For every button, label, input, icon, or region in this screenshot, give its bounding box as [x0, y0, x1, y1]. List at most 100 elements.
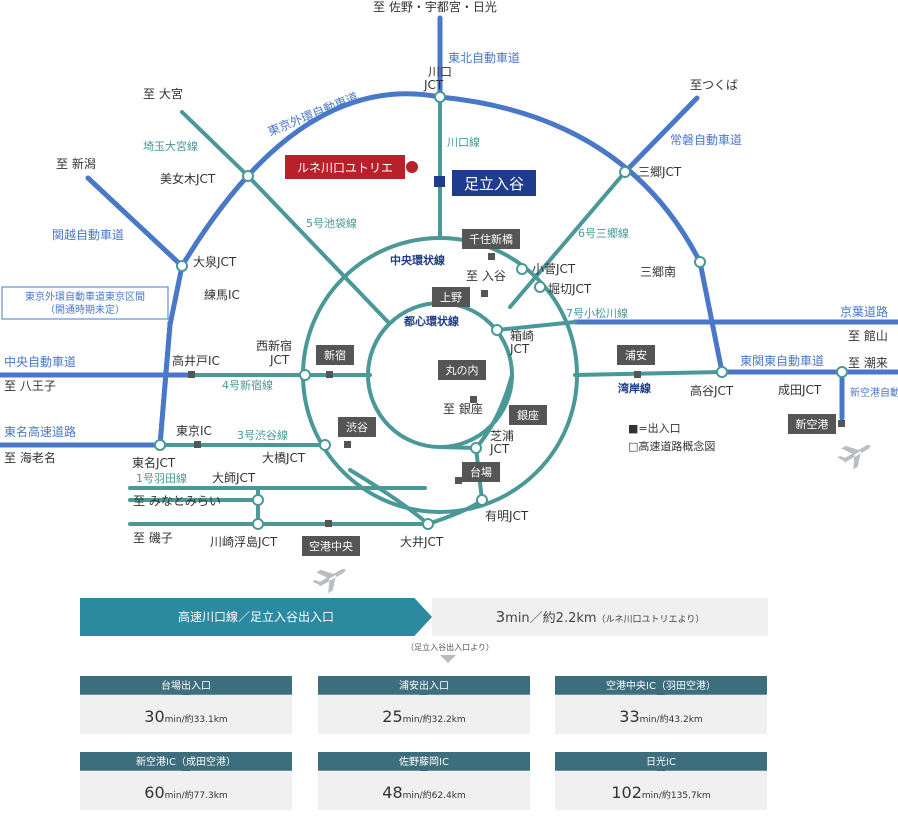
legend-entrance: ■=出入口 [628, 421, 681, 435]
destination-time: 33min/約43.2km [555, 695, 767, 734]
kuko-chuo-label: 空港中央 [309, 539, 353, 553]
dir-tsukuba: 至つくば [690, 78, 738, 92]
joban-name: 常磐自動車道 [670, 133, 742, 147]
tokyo-ic-entrance-marker [194, 441, 201, 448]
legend-concept: □高速道路概念図 [628, 439, 715, 453]
urayasu-label: 浦安 [625, 348, 647, 362]
tomei-name: 東名高速道路 [4, 424, 76, 439]
kawasaki-jct-label: 川崎浮島JCT [210, 534, 278, 549]
horikiri-jct-node [534, 281, 546, 293]
urayasu-entrance-marker [634, 371, 641, 378]
horikiri-jct-label: 堀切JCT [548, 281, 592, 296]
down-arrow-icon [440, 655, 456, 663]
kuko-chuo-entrance-marker [325, 520, 332, 527]
route-summary-note: （ルネ川口ユトリエより） [596, 615, 705, 625]
ginza-label-box [509, 405, 547, 425]
shinkuko-name: 新空港自動車道 [850, 386, 898, 399]
shinjuku-label: 新宿 [324, 348, 346, 362]
destination-card: 日光IC 102min/約135.7km [555, 752, 767, 810]
tokyo-ic-label: 東京IC [176, 424, 212, 438]
kawaguchi-route-name: 川口線 [447, 135, 480, 149]
marunouchi-label-box [438, 360, 486, 380]
shibuya-entrance-marker [344, 441, 351, 448]
haneda-airplane-icon [312, 569, 346, 594]
destination-card: 台場出入口 30min/約33.1km [80, 676, 292, 734]
shinkuko-entrance-marker [838, 420, 845, 427]
destination-time: 48min/約62.4km [318, 771, 530, 810]
koya-jct-node [716, 366, 728, 378]
station-label: 足立入谷 [464, 175, 524, 193]
shibuya-label: 渋谷 [346, 421, 368, 434]
ikebukuro-route-line [246, 174, 390, 324]
ariake-jct-node [476, 494, 488, 506]
destination-time: 25min/約32.2km [318, 695, 530, 734]
dir-ginza: 至 銀座 [443, 401, 483, 416]
narita-jct-node [836, 366, 848, 378]
senju-label-box [462, 229, 520, 249]
daiba-label: 台場 [470, 465, 492, 479]
ginza-label: 銀座 [517, 408, 539, 422]
daishi-jct-label: 大師JCT [212, 471, 256, 485]
ueno-label-box [432, 287, 470, 307]
route-summary-unit: min [505, 611, 530, 626]
daiba-entrance-marker [455, 477, 462, 484]
keiyo-name: 京葉道路 [840, 304, 888, 319]
kuko-chuo-label-box [302, 536, 360, 556]
dir-ebina: 至 海老名 [4, 450, 56, 465]
dir-shiohama: 至 潮来 [848, 355, 888, 370]
station-label-box [452, 170, 536, 196]
oizumi-jct-label: 大泉JCT [193, 255, 237, 269]
destination-card: 浦安出入口 25min/約32.2km [318, 676, 530, 734]
narita-airplane-icon [837, 445, 871, 470]
wangan-route-east-line [573, 370, 724, 377]
gaikan-name: 東京外環自動車道 [266, 90, 360, 139]
ohashi-jct-node [319, 439, 331, 451]
origin-label-box [285, 155, 405, 179]
route-summary-distance: ／約2.2km [529, 611, 597, 626]
misato-jct-label: 三郷JCT [638, 165, 682, 179]
gaikan-tokyo-section-line [157, 321, 173, 446]
komatsugawa-route-line [495, 320, 577, 332]
destination-time: 60min/約77.3km [80, 771, 292, 810]
tomei-jct-node [154, 439, 166, 451]
oi-jct-label: 大井JCT [400, 535, 444, 549]
senju-label: 千住新橋 [469, 232, 513, 246]
senju-entrance-marker [488, 253, 495, 260]
hakozaki-jct-node [491, 324, 503, 336]
saitama-omiya-route-line [180, 110, 250, 178]
gaikan-note-label: 東京外環自動車道東京区間（開通時期未定） [25, 290, 145, 316]
ohashi-jct-label: 大橋JCT [262, 451, 306, 465]
shibuya-label-box [338, 417, 376, 437]
ikebukuro-name: 5号池袋線 [306, 216, 357, 230]
misato-jct-node [619, 166, 631, 178]
tomei-jct-label: 東名JCT [132, 455, 176, 470]
station-marker [434, 176, 445, 187]
takaido-ic-label: 高井戸IC [172, 353, 220, 368]
kawasaki-jct-node [252, 518, 264, 530]
haneda-route-name: 1号羽田線 [136, 471, 187, 485]
narita-jct-label: 成田JCT [778, 383, 822, 397]
dir-iriya: 至 入谷 [466, 269, 506, 283]
inner-circular-name: 都心環状線 [403, 314, 459, 328]
destination-card: 佐野藤岡IC 48min/約62.4km [318, 752, 530, 810]
dir-omiya: 至 大宮 [143, 86, 183, 101]
nerima-ic-label: 練馬IC [204, 288, 240, 302]
destination-card: 新空港IC（成田空港） 60min/約77.3km [80, 752, 292, 810]
origin-label: ルネ川口ユトリエ [297, 161, 393, 175]
misato-minami-node [694, 256, 706, 268]
tohoku-name: 東北自動車道 [448, 51, 520, 65]
route-summary-time: 3min／約2.2km（ルネ川口ユトリエより） [432, 598, 768, 636]
misato-minami-label: 三郷南 [640, 264, 676, 279]
shibuya-route-name: 3号渋谷線 [237, 428, 288, 442]
kanetsu-name: 関越自動車道 [52, 228, 124, 242]
shinkuko-label-box [788, 414, 836, 434]
route-summary-bar: 高速川口線／足立入谷出入口 3min／約2.2km（ルネ川口ユトリエより） [80, 598, 768, 636]
daiba-label-box [462, 462, 500, 482]
misato-route-name: 6号三郷線 [578, 226, 629, 240]
shinjuku-route-name: 4号新宿線 [222, 378, 273, 392]
iriya-entrance-marker [481, 290, 488, 297]
oi-connector-line [348, 468, 430, 526]
joban-expressway-line [622, 95, 700, 175]
marunouchi-entrance-marker [470, 396, 477, 403]
